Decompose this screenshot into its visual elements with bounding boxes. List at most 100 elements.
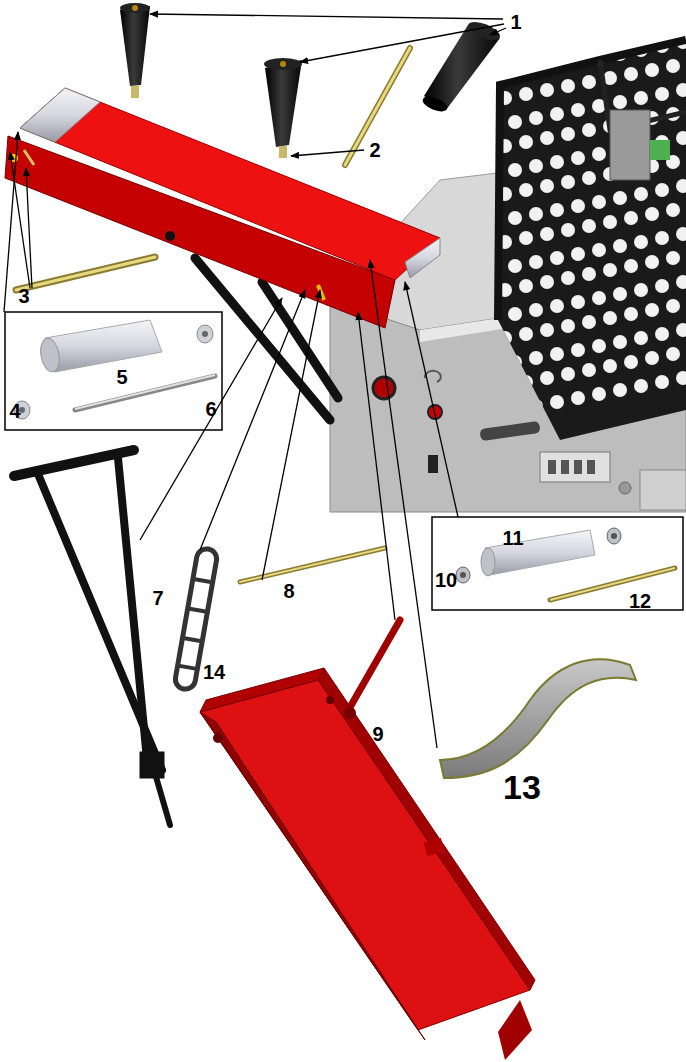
basket-hole	[634, 331, 648, 345]
basket-hole	[561, 223, 575, 237]
basket-hole	[571, 247, 585, 261]
basket-hole	[540, 275, 554, 289]
basket-hole	[613, 95, 627, 109]
basket-hole	[676, 275, 686, 289]
callout-number: 1	[510, 12, 521, 32]
basket-hole	[655, 327, 669, 341]
basket-hole	[529, 399, 543, 413]
basket-hole	[498, 43, 512, 57]
basket-hole	[624, 355, 638, 369]
basket-hole	[571, 391, 585, 405]
basket-hole	[571, 343, 585, 357]
callout-number: 4	[9, 401, 20, 421]
basket-hole	[582, 27, 596, 41]
basket-hole	[508, 259, 522, 273]
basket-hole	[529, 207, 543, 221]
cone-rollers	[120, 3, 502, 158]
basket-hole	[624, 259, 638, 273]
callout-number: 11	[502, 528, 523, 548]
basket-hole	[582, 123, 596, 137]
callout-number: 10	[435, 570, 457, 590]
basket-hole	[634, 91, 648, 105]
callout-number: 5	[116, 367, 127, 387]
basket-hole	[645, 303, 659, 317]
callout-number: 3	[18, 286, 29, 306]
basket-hole	[540, 83, 554, 97]
basket-hole	[603, 215, 617, 229]
basket-hole	[571, 295, 585, 309]
basket-hole	[519, 183, 533, 197]
callout-number: 13	[503, 770, 541, 804]
basket-hole	[571, 199, 585, 213]
basket-hole	[655, 183, 669, 197]
roller-inset-right	[432, 517, 683, 610]
basket-hole	[634, 187, 648, 201]
basket-hole	[666, 299, 680, 313]
basket-hole	[634, 235, 648, 249]
basket-hole	[592, 339, 606, 353]
basket-hole	[529, 303, 543, 317]
basket-hole	[634, 379, 648, 393]
basket-hole	[592, 291, 606, 305]
basket-hole	[519, 375, 533, 389]
roller-inset-left	[5, 312, 222, 430]
basket-hole	[582, 363, 596, 377]
safety-basket	[498, 11, 686, 440]
basket-hole	[529, 159, 543, 173]
basket-hole	[519, 87, 533, 101]
basket-hole	[540, 131, 554, 145]
basket-hole	[561, 79, 575, 93]
callout-number: 8	[283, 581, 294, 601]
basket-hole	[550, 395, 564, 409]
callout-number: 6	[205, 399, 216, 419]
basket-hole	[666, 251, 680, 265]
basket-hole	[592, 147, 606, 161]
basket-hole	[561, 367, 575, 381]
basket-hole	[645, 63, 659, 77]
callout-number: 12	[629, 591, 651, 611]
basket-hole	[508, 403, 522, 417]
basket-hole	[529, 255, 543, 269]
basket-hole	[498, 379, 512, 393]
basket-hole	[676, 371, 686, 385]
basket-hole	[582, 171, 596, 185]
basket-hole	[561, 319, 575, 333]
basket-hole	[508, 115, 522, 129]
basket-hole	[540, 323, 554, 337]
basket-hole	[613, 335, 627, 349]
basket-hole	[550, 299, 564, 313]
basket-hole	[655, 231, 669, 245]
basket-hole	[666, 203, 680, 217]
basket-hole	[603, 359, 617, 373]
basket-hole	[508, 163, 522, 177]
basket-hole	[519, 279, 533, 293]
basket-hole	[540, 227, 554, 241]
basket-hole	[561, 127, 575, 141]
basket-hole	[624, 307, 638, 321]
basket-hole	[676, 83, 686, 97]
conveyor-belt	[440, 659, 636, 778]
basket-hole	[613, 191, 627, 205]
basket-hole	[571, 151, 585, 165]
basket-hole	[592, 195, 606, 209]
basket-hole	[540, 371, 554, 385]
basket-hole	[645, 15, 659, 29]
basket-hole	[508, 355, 522, 369]
basket-hole	[645, 255, 659, 269]
basket-hole	[508, 307, 522, 321]
basket-hole	[529, 111, 543, 125]
basket-hole	[676, 227, 686, 241]
basket-hole	[603, 263, 617, 277]
basket-hole	[519, 327, 533, 341]
basket-hole	[655, 87, 669, 101]
basket-hole	[666, 11, 680, 25]
basket-hole	[550, 251, 564, 265]
basket-hole	[508, 211, 522, 225]
basket-hole	[603, 311, 617, 325]
basket-hole	[519, 231, 533, 245]
basket-hole	[655, 279, 669, 293]
basket-hole	[582, 267, 596, 281]
leader-lines	[4, 14, 506, 748]
